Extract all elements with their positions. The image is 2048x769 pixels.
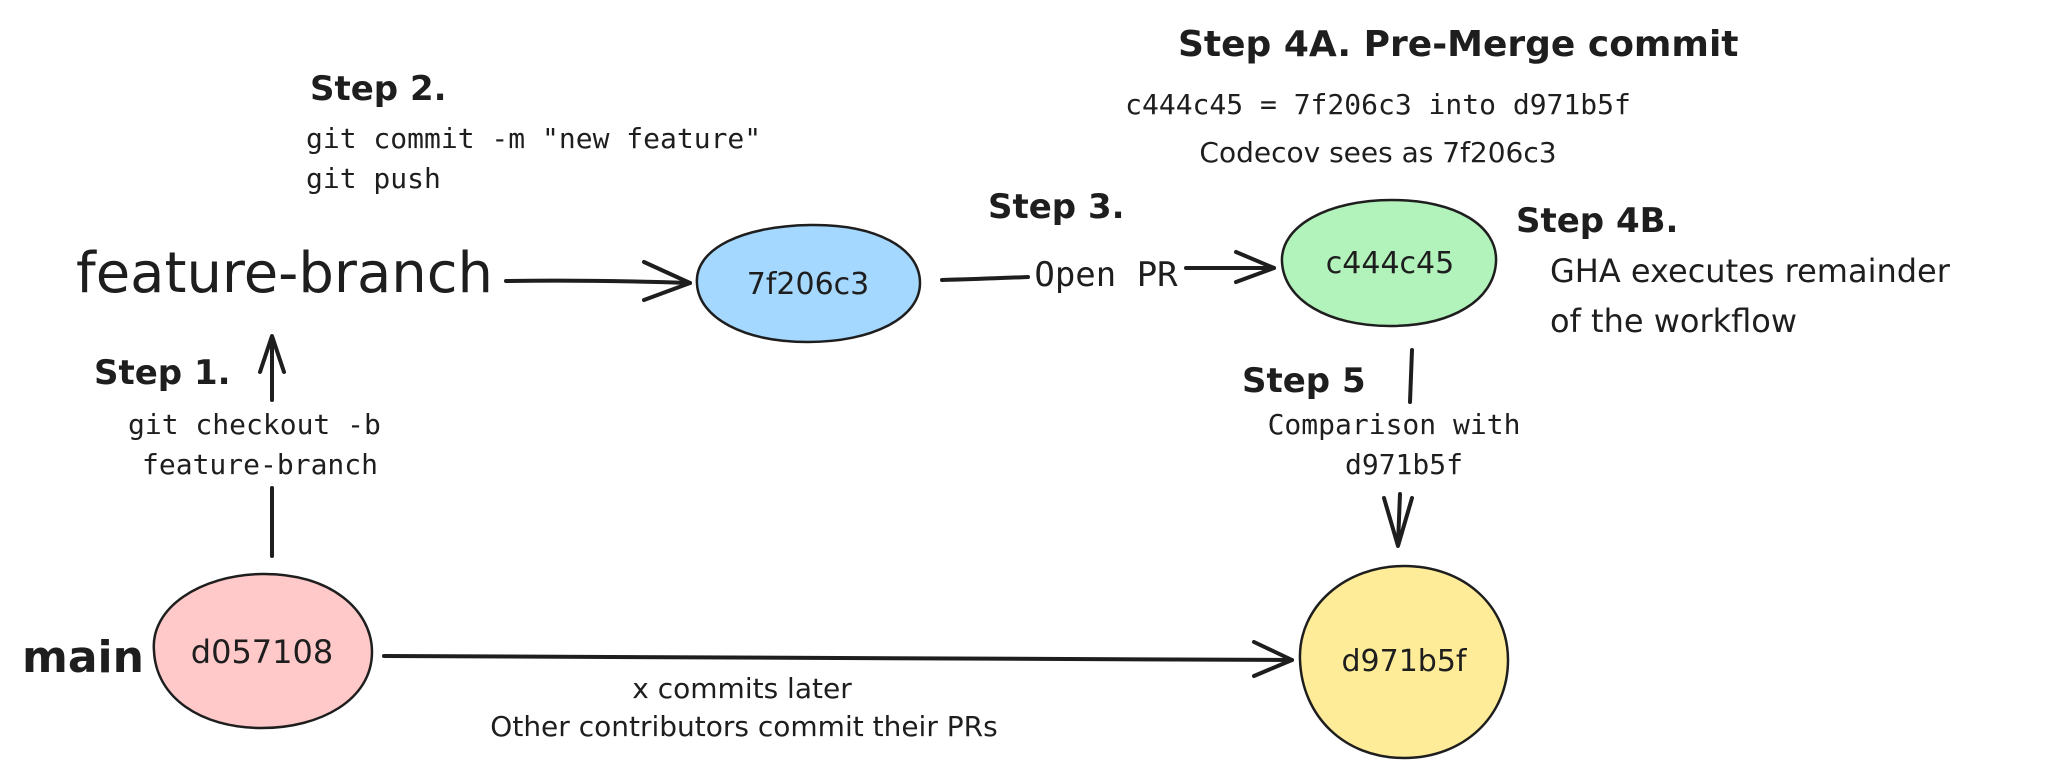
step4a-line2: Codecov sees as 7f206c3	[1199, 136, 1556, 169]
node-c444c45-label: c444c45	[1326, 246, 1454, 281]
main-branch-label: main	[22, 632, 144, 683]
feature-branch-label: feature-branch	[76, 241, 493, 306]
node-d971b5f: d971b5f	[1298, 564, 1510, 760]
step3-label: Open PR	[1034, 255, 1178, 295]
step4b-annotation: Step 4B. GHA executes remainder of the w…	[1516, 201, 1951, 340]
arrow-d057108-to-feature-branch	[258, 334, 286, 558]
step1-line2: feature-branch	[142, 448, 378, 481]
node-d057108: d057108	[152, 572, 374, 730]
step4b-title: Step 4B.	[1516, 201, 1678, 241]
arrow-7f206c3-to-c444c45	[940, 250, 1276, 284]
step1-line1: git checkout -b	[128, 408, 381, 441]
node-d971b5f-label: d971b5f	[1342, 644, 1468, 679]
step3-annotation: Step 3. Open PR	[988, 187, 1178, 295]
node-d057108-label: d057108	[191, 633, 333, 671]
step5-annotation: Step 5 Comparison with d971b5f	[1242, 361, 1520, 481]
step1-annotation: Step 1. git checkout -b feature-branch	[94, 353, 381, 481]
step2-annotation: Step 2. git commit -m "new feature" git …	[306, 69, 761, 195]
step4a-title: Step 4A. Pre-Merge commit	[1178, 24, 1739, 65]
step2-line2: git push	[306, 162, 441, 195]
step4a-annotation: Step 4A. Pre-Merge commit c444c45 = 7f20…	[1125, 24, 1738, 169]
arrow-c444c45-to-d971b5f	[1382, 348, 1414, 548]
step5-title: Step 5	[1242, 361, 1366, 401]
main-edge-annotation: x commits later Other contributors commi…	[490, 672, 997, 743]
step4b-line2: of the workflow	[1550, 302, 1797, 340]
main-edge-line1: x commits later	[632, 672, 852, 705]
step3-title: Step 3.	[988, 187, 1125, 227]
step4a-line1: c444c45 = 7f206c3 into d971b5f	[1125, 88, 1631, 121]
step5-line2: d971b5f	[1345, 448, 1463, 481]
step1-title: Step 1.	[94, 353, 231, 393]
step2-line1: git commit -m "new feature"	[306, 122, 761, 155]
step2-title: Step 2.	[310, 69, 447, 109]
main-edge-line2: Other contributors commit their PRs	[490, 710, 997, 743]
node-7f206c3-label: 7f206c3	[747, 267, 870, 302]
arrow-feature-branch-to-7f206c3	[504, 260, 692, 302]
node-c444c45: c444c45	[1280, 198, 1498, 328]
step4b-line1: GHA executes remainder	[1550, 252, 1951, 290]
node-7f206c3: 7f206c3	[695, 223, 922, 344]
step5-line1: Comparison with	[1268, 408, 1521, 441]
arrow-main-to-d971b5f	[382, 640, 1294, 678]
